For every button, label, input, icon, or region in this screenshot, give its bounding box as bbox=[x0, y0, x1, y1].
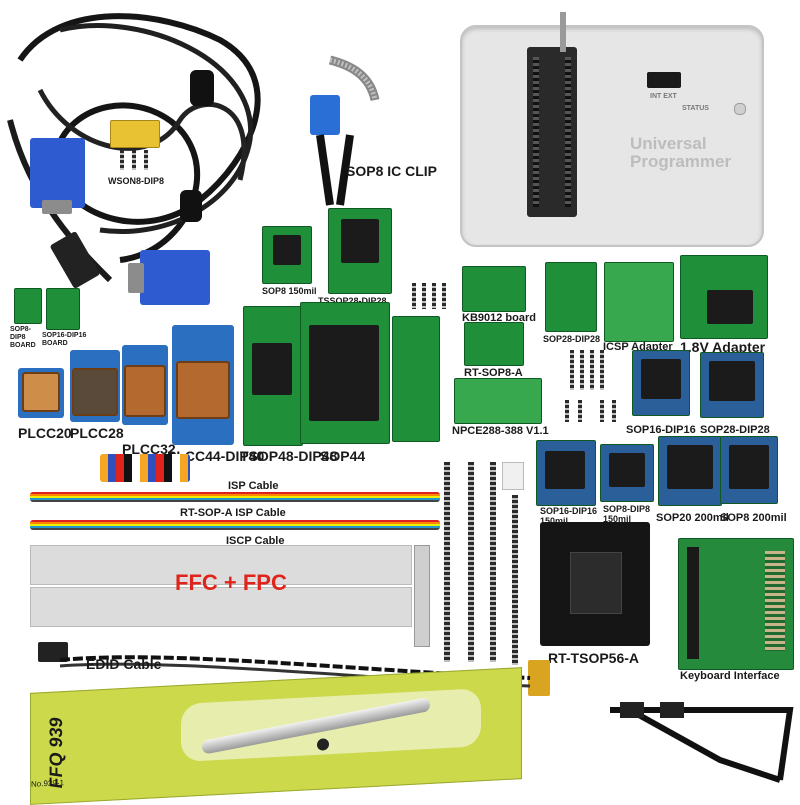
ffc-cable-1 bbox=[30, 545, 412, 585]
label-keyboard-interface: Keyboard Interface bbox=[680, 670, 780, 682]
label-rt-sop8-a: RT-SOP8-A bbox=[464, 367, 523, 379]
sop28-dip28-adapter bbox=[700, 352, 764, 418]
pin-header bbox=[565, 400, 569, 422]
pen-brand: FFQ 939 bbox=[46, 716, 66, 790]
pin-header bbox=[600, 400, 604, 422]
label-npce288: NPCE288-388 V1.1 bbox=[452, 425, 549, 437]
sop16-dip16-adapter bbox=[632, 350, 690, 416]
sop8-dip8-150mil-adapter bbox=[600, 444, 654, 502]
label-wson8-dip8: WSON8-DIP8 bbox=[108, 176, 165, 186]
sop8-150mil-adapter bbox=[262, 226, 312, 284]
cable-bundle bbox=[100, 454, 190, 482]
vga-plug-right bbox=[128, 263, 144, 293]
vga-connector-left bbox=[30, 138, 85, 208]
label-sop8-150mil: SOP8 150mil bbox=[262, 286, 317, 296]
programmer-title: Universal Programmer bbox=[630, 134, 732, 171]
label-sop16-dip16: SOP16-DIP16 bbox=[626, 424, 696, 436]
long-pin-header bbox=[512, 495, 518, 665]
pin-header bbox=[600, 350, 604, 390]
label-sop8-ic-clip: SOP8 IC CLIP bbox=[346, 163, 438, 179]
sop16-dip16-150mil-adapter bbox=[536, 440, 596, 506]
icsp-adapter bbox=[604, 262, 674, 342]
pin-header bbox=[590, 350, 594, 390]
label-tssop28-dip28: TSSOP28-DIP28 bbox=[318, 296, 387, 306]
rt-sop-a-isp-cable bbox=[30, 520, 440, 530]
sop8-200mil-adapter bbox=[720, 436, 778, 504]
usb-vga-cables bbox=[7, 13, 261, 283]
pin-header bbox=[412, 283, 416, 309]
label-sop8-200: SOP8 200mil bbox=[720, 512, 787, 524]
pin-header bbox=[144, 150, 148, 170]
pin-header bbox=[570, 350, 574, 390]
label-sop28-dip28: SOP28-DIP28 bbox=[700, 424, 770, 436]
label-sop8-dip8-board: SOP8-DIP8 BOARD bbox=[10, 326, 36, 349]
label-tsop48-dip48: TSOP48-DIP48 bbox=[240, 448, 338, 464]
sop20-200mil-adapter bbox=[658, 436, 722, 506]
adapter-1-8v bbox=[680, 255, 768, 339]
label-isp-cable: ISP Cable bbox=[228, 480, 279, 492]
pin-header bbox=[580, 350, 584, 390]
pin-header bbox=[442, 283, 446, 309]
label-sop16-dip16-board: SOP16-DIP16 BOARD bbox=[42, 332, 87, 347]
label-1-8v-adapter: 1.8V Adapter bbox=[680, 339, 766, 355]
label-edid-cable: EDID Cable bbox=[86, 656, 162, 672]
pin-header bbox=[612, 400, 616, 422]
keyboard-interface-board bbox=[678, 538, 794, 670]
label-sop44: SOP44 bbox=[320, 448, 366, 464]
isp-port bbox=[647, 72, 681, 88]
pin-header bbox=[422, 283, 426, 309]
sop8-ic-clip bbox=[310, 55, 380, 206]
rt-sop8-a-board bbox=[464, 322, 524, 366]
plcc32-adapter-base bbox=[122, 345, 168, 425]
sop44-adapter bbox=[300, 302, 390, 444]
long-pin-header bbox=[490, 462, 496, 662]
vga-plug-left bbox=[42, 200, 72, 214]
status-led bbox=[734, 103, 746, 115]
label-iscp-cable: ISCP Cable bbox=[226, 535, 285, 547]
sop16-dip16-small-board bbox=[46, 288, 80, 330]
kb9012-board bbox=[462, 266, 526, 312]
port-label: INT EXT bbox=[650, 93, 677, 100]
plcc44-adapter-base bbox=[172, 325, 234, 445]
label-sop28-dip28-top: SOP28-DIP28 bbox=[543, 334, 601, 344]
long-pin-header bbox=[444, 462, 450, 662]
label-sop16-dip16-150: SOP16-DIP16 150mil bbox=[540, 506, 598, 526]
label-plcc20: PLCC20 bbox=[18, 425, 72, 441]
dip-extension-board bbox=[392, 316, 440, 442]
zif-lever bbox=[560, 12, 566, 52]
tsop48-dip48-adapter bbox=[243, 306, 303, 446]
isp-cable bbox=[30, 492, 440, 502]
pin-header bbox=[120, 150, 124, 170]
label-rt-sop-a-isp: RT-SOP-A ISP Cable bbox=[180, 507, 286, 519]
label-sop20-200: SOP20 200mil bbox=[656, 512, 729, 524]
npce288-388-board bbox=[454, 378, 542, 424]
label-rt-tsop56-a: RT-TSOP56-A bbox=[548, 650, 640, 666]
wson8-adapter-board bbox=[110, 120, 160, 148]
tssop28-dip28-adapter bbox=[328, 208, 392, 294]
sop8-dip8-small-board bbox=[14, 288, 42, 324]
white-connector bbox=[502, 462, 524, 490]
ffc-connector bbox=[414, 545, 430, 647]
label-plcc28: PLCC28 bbox=[70, 425, 124, 441]
label-sop8-dip8-150: SOP8-DIP8 150mil bbox=[603, 504, 651, 524]
vga-connector-right bbox=[140, 250, 210, 305]
pin-header bbox=[132, 150, 136, 170]
plcc28-adapter-base bbox=[70, 350, 120, 422]
ffc-cable-2 bbox=[30, 587, 412, 627]
label-plcc32: PLCC32 bbox=[122, 441, 176, 457]
clip-tool bbox=[610, 702, 794, 783]
plcc20-adapter-base bbox=[18, 368, 64, 418]
rt-tsop56-a-adapter bbox=[540, 522, 650, 646]
pen-model: No.939-1 bbox=[31, 778, 64, 789]
zif-socket bbox=[527, 47, 577, 217]
sop28-dip28-board bbox=[545, 262, 597, 332]
universal-programmer-device: INT EXT STATUS Universal Programmer bbox=[460, 12, 764, 247]
pin-header bbox=[432, 283, 436, 309]
status-label: STATUS bbox=[682, 105, 709, 112]
label-ffc-fpc: FFC + FPC bbox=[175, 570, 287, 595]
label-plcc44-dip40: PLCC44-DIP40 bbox=[167, 448, 265, 464]
pin-header bbox=[578, 400, 582, 422]
label-kb9012: KB9012 board bbox=[462, 312, 536, 324]
long-pin-header bbox=[468, 462, 474, 662]
